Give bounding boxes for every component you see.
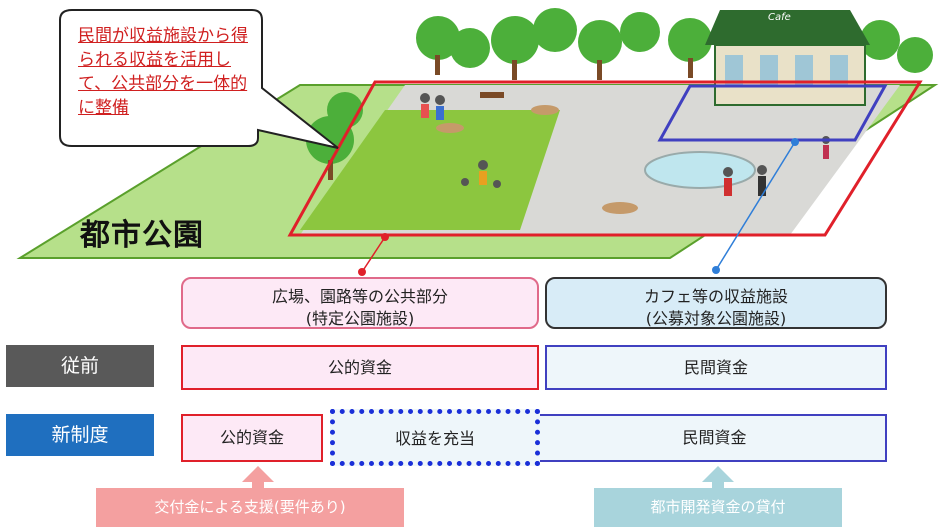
public-category-box: 広場、園路等の公共部分 (特定公園施設) [181,277,539,329]
callout-text: 民間が収益施設から得られる収益を活用して、公共部分を一体的に整備 [78,26,248,118]
development-loan-pill: 都市開発資金の貸付 [594,488,842,527]
public-pin-top [381,233,389,241]
revenue-area-boundary [657,84,888,142]
up-arrow-right [702,466,734,488]
park-label: 都市公園 [80,218,204,253]
public-area-boundary [287,80,923,237]
revenue-allocation-cell: 収益を充当 [330,409,540,466]
revenue-category-box: カフェ等の収益施設 (公募対象公園施設) [545,277,887,329]
public-category-line1: 広場、園路等の公共部分 [271,287,448,306]
before-row-label: 従前 [6,345,154,387]
before-private-cell: 民間資金 [545,345,887,390]
revenue-category-line1: カフェ等の収益施設 [643,287,788,306]
revenue-category-line2: (公募対象公園施設) [645,309,787,328]
inner-lawn [300,110,560,230]
public-category-line2: (特定公園施設) [305,309,415,328]
grant-support-pill: 交付金による支援(要件あり) [96,488,404,527]
revenue-pin-top [791,138,799,146]
callout-bubble [59,9,339,149]
new-public-cell: 公的資金 [181,414,323,462]
new-row-label: 新制度 [6,414,154,456]
cafe-building [705,10,870,106]
revenue-pin-bottom [712,266,720,274]
fountain [644,151,756,189]
before-public-cell: 公的資金 [181,345,539,390]
people [420,93,830,196]
up-arrow-left [242,466,274,488]
trees [306,8,933,164]
public-pin-bottom [358,268,366,276]
cafe-sign: Cafe [768,12,791,23]
